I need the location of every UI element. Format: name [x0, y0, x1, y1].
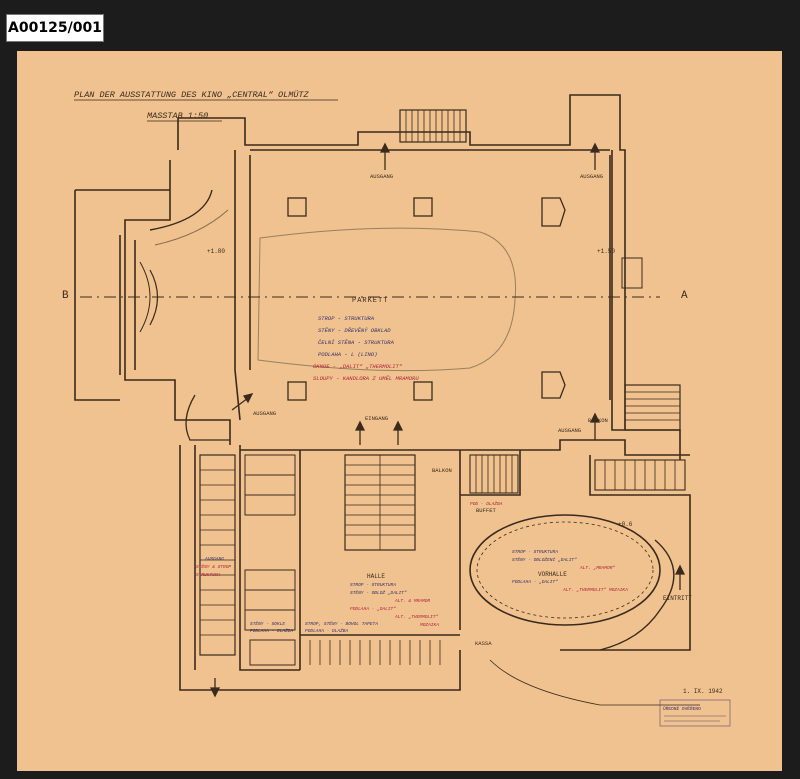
- halle-notes: STROP - STRUKTURA STĚNY - OBLOŽ „DALIT“ …: [350, 582, 439, 628]
- halle-note: STROP - STRUKTURA: [350, 582, 396, 588]
- stair-notes: AUSGANG STĚNY & STROP STRUKTURA: [196, 556, 231, 578]
- wc-note: STĚNY - SOKLE: [250, 620, 285, 627]
- stamp-date: 1. IX. 1942: [683, 688, 723, 695]
- top-stairs: [399, 109, 467, 143]
- room-label-parkett: PARKETT: [352, 297, 388, 305]
- room-label-buffet: BUFFET: [476, 507, 497, 514]
- curved-wall-inner: [154, 209, 229, 246]
- pavement-curve: [489, 659, 700, 706]
- dim-level-2: +1.50: [597, 248, 615, 255]
- vorhalle-oval: [469, 514, 661, 626]
- parkett-note: STĚNY - DŘEVĚNÝ OBKLAD: [318, 327, 391, 334]
- stamp-office: ÚŘEDNĚ OVĚŘENO: [663, 705, 701, 712]
- stage-curve: [149, 269, 159, 326]
- balcony-stairs: [469, 454, 686, 494]
- stair-note: AUSGANG: [204, 556, 224, 562]
- vorhalle-note: STROP - STRUKTURA: [512, 549, 558, 555]
- room-label-balkon: BALKON: [588, 417, 608, 424]
- stair-note: STĚNY & STROP: [196, 563, 231, 570]
- wc-note: PODLAHA - DLAŽBA: [305, 627, 349, 634]
- vorhalle-note: ALT. „MRAMOR“: [579, 565, 615, 571]
- vorhalle-note: PODLAHA - „DALIT“: [512, 579, 558, 585]
- right-stairs: [621, 257, 681, 431]
- room-label-halle: HALLE: [367, 573, 385, 580]
- room-label-eingang: EINGANG: [365, 415, 388, 422]
- lower-wing-walls: [179, 439, 691, 691]
- wc-notes: STĚNY - SOKLE PODLAHA - DLAŽBA STROP, ST…: [250, 620, 378, 634]
- wc-note: PODLAHA - DLAŽBA: [250, 627, 294, 634]
- vorhalle-note: STĚNY - OBLOŽENÍ „DALIT“: [512, 556, 577, 563]
- vorhalle-oval-inner: [476, 521, 654, 619]
- auditorium-walls: [74, 94, 681, 460]
- halle-note: STĚNY - OBLOŽ „DALIT“: [350, 589, 407, 596]
- vorhalle-note: ALT. „THERMOLIT“ MOZAIKA: [562, 587, 628, 593]
- plan-title: PLAN DER AUSSTATTUNG DES KINO „CENTRAL“ …: [74, 89, 310, 100]
- vorhalle-notes: STROP - STRUKTURA STĚNY - OBLOŽENÍ „DALI…: [512, 549, 628, 593]
- room-label-kassa: KASSA: [475, 640, 492, 647]
- plan-scale: MASSTAB 1:50: [147, 111, 208, 121]
- wc-note: STROP, STĚNY - BOHOL TAPETA: [305, 620, 378, 627]
- parkett-note: PODLAHA - L (LINO): [318, 351, 377, 358]
- halle-note: ALT. „THERMOLIT“: [394, 614, 439, 620]
- central-stairs: [344, 454, 416, 551]
- stair-note: STRUKTURA: [196, 572, 221, 578]
- curved-wall: [149, 189, 213, 231]
- columns: [287, 197, 566, 401]
- parkett-note: STROP - STRUKTURA: [318, 315, 375, 322]
- parkett-note: ČELNÍ STĚNA - STRUKTURA: [318, 339, 395, 346]
- halle-note: MOZAIKA: [420, 622, 439, 628]
- exit-label-top-right: AUSGANG: [580, 173, 603, 180]
- archive-id-label: A00125/001: [6, 14, 104, 42]
- blueprint-sheet: [17, 51, 782, 771]
- toilet-cubicles: [244, 454, 296, 666]
- buffet-note: POD - DLAŽBA: [470, 500, 503, 507]
- exit-label-balcony: AUSGANG: [558, 427, 581, 434]
- entrance-curve: [599, 539, 675, 651]
- exit-label-left: AUSGANG: [253, 410, 276, 417]
- approval-stamp: ÚŘEDNĚ OVĚŘENO: [659, 699, 731, 727]
- parkett-note: OKNOE - „DALIT“ „THERMOLIT“: [313, 363, 403, 370]
- room-label-balkon-left: BALKON: [432, 467, 452, 474]
- dim-level-3: +0.6: [618, 521, 633, 528]
- section-mark-b: B: [62, 290, 69, 302]
- radiators: [309, 640, 441, 665]
- parkett-notes: STROP - STRUKTURA STĚNY - DŘEVĚNÝ OBKLAD…: [313, 315, 419, 382]
- room-label-eintritt: EINTRITT: [663, 595, 692, 602]
- section-mark-a: A: [681, 290, 688, 302]
- left-stairs: [199, 454, 236, 656]
- halle-note: ALT. & MRAMOR: [394, 598, 430, 604]
- left-stair-curve: [185, 394, 230, 441]
- halle-note: PODLAHA - „DALIT“: [350, 606, 396, 612]
- stage-curve-2: [139, 261, 151, 333]
- parkett-note: SLOUPY - KANDLORA Z UMĚL MRAMORU: [313, 375, 419, 382]
- seating-outline: [257, 227, 517, 372]
- exit-arrows: [209, 142, 686, 698]
- exit-label-top-left: AUSGANG: [370, 173, 393, 180]
- room-label-vorhalle: VORHALLE: [538, 571, 567, 578]
- dim-level-1: +1.80: [207, 248, 225, 255]
